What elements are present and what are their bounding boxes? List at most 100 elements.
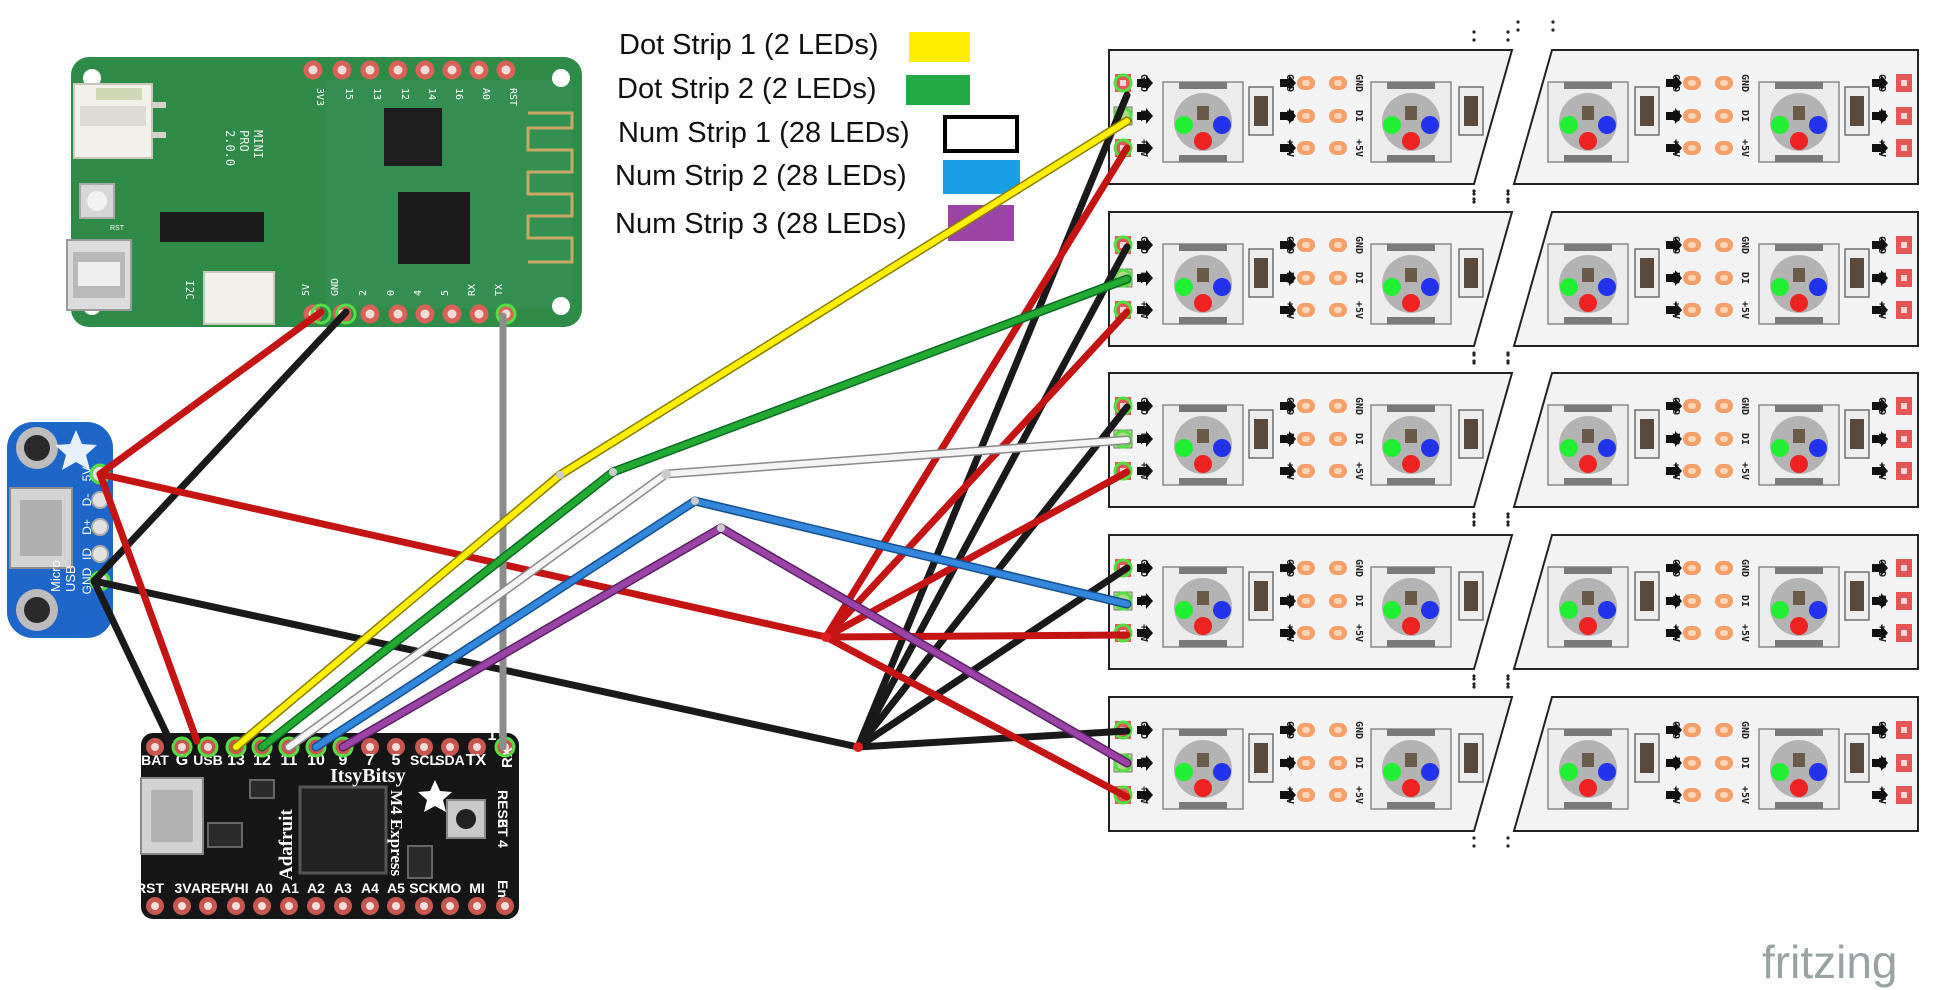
strip-cut-pad [1297, 271, 1315, 285]
usb-breakout-pin[interactable] [91, 518, 109, 536]
strip-cut-pad [1297, 788, 1315, 802]
strip-cut-pad [1715, 303, 1733, 317]
strip-cut-pad [1683, 788, 1701, 802]
itsy-bottom-pin-label: A5 [387, 880, 405, 896]
strip-cut-pad [1297, 561, 1315, 575]
wemos-bottom-pin[interactable] [469, 304, 489, 324]
strip-output-pad[interactable] [1896, 786, 1912, 804]
strip-output-pad[interactable] [1896, 462, 1912, 480]
itsy-bottom-pin[interactable] [496, 897, 514, 915]
strip-output-pad[interactable] [1896, 236, 1912, 254]
wemos-bottom-pin[interactable] [415, 304, 435, 324]
wemos-bottom-pin[interactable] [388, 304, 408, 324]
led-chip [1758, 566, 1840, 648]
led-strip-row: GNDDI+5VGNDGNDDODI+5V+5VGNDGNDDODI+5V+5V… [1108, 192, 1919, 363]
strip-output-pad[interactable] [1896, 397, 1912, 415]
strip-input-label: DI [1739, 757, 1750, 769]
wemos-top-pin[interactable] [415, 60, 435, 80]
wemos-i2c-connector [203, 271, 275, 325]
strip-cut-pad [1715, 594, 1733, 608]
itsy-model: M4 Express [387, 790, 406, 876]
itsy-bottom-pin[interactable] [468, 897, 486, 915]
led-chip [1162, 728, 1244, 810]
itsy-bottom-pin-label: 3V [174, 880, 192, 896]
legend-swatch-white [943, 115, 1019, 153]
strip-output-pad[interactable] [1896, 754, 1912, 772]
itsy-bottom-pin-label: AREF [191, 880, 230, 896]
itsy-bottom-pin[interactable] [253, 897, 271, 915]
wemos-top-pin[interactable] [442, 60, 462, 80]
strip-input-label: +5V [1353, 301, 1364, 319]
itsy-bottom-pin-label: A0 [255, 880, 273, 896]
strip-input-label: DI [1353, 757, 1364, 769]
itsy-bottom-pin[interactable] [415, 897, 433, 915]
itsy-bottom-pin[interactable] [280, 897, 298, 915]
fritzing-logo: fritzing [1762, 936, 1897, 988]
wemos-top-pin[interactable] [303, 60, 323, 80]
usb-breakout-pin-label: D- [80, 494, 94, 507]
strip-output-pad[interactable] [1896, 269, 1912, 287]
led-chip [1370, 81, 1452, 163]
legend-item-dot-strip-1: Dot Strip 1 (2 LEDs) [619, 29, 970, 62]
wemos-top-pin[interactable] [332, 60, 352, 80]
strip-input-label: DI [1739, 595, 1750, 607]
itsy-bottom-pin-label: RST [136, 880, 164, 896]
strip-cut-pad [1715, 723, 1733, 737]
itsy-bottom-pin[interactable] [361, 897, 379, 915]
strip-output-pad[interactable] [1896, 624, 1912, 642]
strip-output-pad[interactable] [1896, 559, 1912, 577]
wemos-bottom-pin[interactable] [442, 304, 462, 324]
itsy-top-pin-label: SDA [435, 752, 465, 768]
wemos-top-pin[interactable] [360, 60, 380, 80]
wemos-top-pin-label: A0 [480, 88, 491, 100]
strip-cut-pad [1683, 238, 1701, 252]
led-chip [1547, 404, 1629, 486]
wire-5v-strip-1 [822, 144, 1131, 641]
capacitor [1634, 409, 1660, 459]
wemos-top-pin[interactable] [496, 60, 516, 80]
led-chip [1547, 728, 1629, 810]
itsy-bottom-pin[interactable] [441, 897, 459, 915]
itsy-bottom-pin[interactable] [334, 897, 352, 915]
itsy-bottom-pin[interactable] [307, 897, 325, 915]
itsy-bottom-pin-label: A1 [281, 880, 299, 896]
itsy-bottom-pin[interactable] [173, 897, 191, 915]
wires [90, 91, 1132, 801]
strip-input-label: DI [1353, 595, 1364, 607]
legend-label: Dot Strip 2 (2 LEDs) [617, 73, 876, 105]
itsy-bottom-pin-label: A3 [334, 880, 352, 896]
led-chip [1370, 728, 1452, 810]
itsy-bottom-pin[interactable] [227, 897, 245, 915]
strip-output-pad[interactable] [1896, 301, 1912, 319]
wemos-top-pin[interactable] [469, 60, 489, 80]
strip-output-pad[interactable] [1896, 430, 1912, 448]
strip-input-label: DI [1739, 272, 1750, 284]
capacitor [1844, 248, 1870, 298]
strip-output-pad[interactable] [1896, 74, 1912, 92]
strip-input-label: GND [1739, 721, 1750, 739]
strip-output-pad[interactable] [1896, 139, 1912, 157]
strip-input-label: +5V [1739, 301, 1750, 319]
strip-input-label: GND [1739, 236, 1750, 254]
usb-breakout-pin[interactable] [91, 545, 109, 563]
strip-output-pad[interactable] [1896, 721, 1912, 739]
strip-cut-pad [1683, 271, 1701, 285]
capacitor [1458, 86, 1484, 136]
wire-gnd-wemos [90, 308, 350, 585]
wemos-top-pin[interactable] [388, 60, 408, 80]
itsy-bottom-pin[interactable] [199, 897, 217, 915]
wire-gnd-bus [90, 577, 862, 751]
strip-output-pad[interactable] [1896, 592, 1912, 610]
strip-cut-pad [1683, 399, 1701, 413]
strip-cut-pad [1329, 756, 1347, 770]
strip-cut-pad [1297, 432, 1315, 446]
strip-cut-pad [1297, 399, 1315, 413]
wemos-bottom-pin[interactable] [360, 304, 380, 324]
wire-5v-strip-5 [822, 633, 1131, 801]
capacitor [1458, 409, 1484, 459]
itsy-bottom-pin[interactable] [387, 897, 405, 915]
strip-output-pad[interactable] [1896, 107, 1912, 125]
itsy-bottom-pin[interactable] [146, 897, 164, 915]
